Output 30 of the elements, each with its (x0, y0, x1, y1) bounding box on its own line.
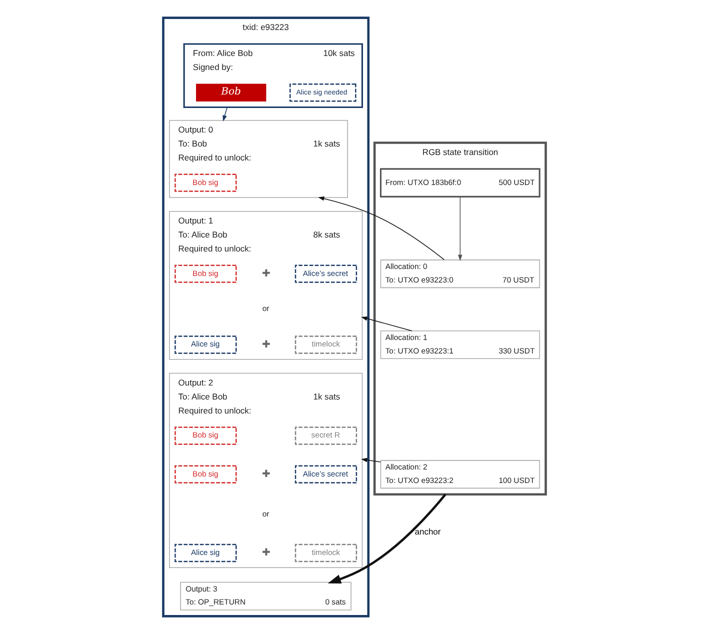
node-box: Alice sig (174, 336, 237, 354)
node-box: Alice’s secret (294, 264, 358, 283)
arrow (361, 458, 381, 462)
arrow (361, 316, 412, 332)
node-box: Alice sig (174, 544, 237, 562)
node-box: timelock (294, 544, 358, 562)
node-box: Bob (196, 84, 266, 102)
arrow (318, 196, 445, 260)
arrow (222, 106, 228, 122)
node-box: Bob sig (174, 174, 237, 192)
node-box: secret R (294, 426, 358, 445)
arrow (328, 494, 446, 584)
label: ✚ (262, 468, 270, 480)
node-box: From: UTXO 183b6f:0 500 USDT (380, 168, 540, 198)
node-box: timelock (294, 336, 358, 354)
label: or (262, 509, 270, 518)
label: or (262, 304, 270, 314)
node-box: Allocation: 0 To: UTXO e93223:0 70 USDT (380, 260, 540, 288)
label: ✚ (262, 268, 270, 280)
edge-label: anchor (414, 526, 441, 536)
node-box: Allocation: 2 To: UTXO e93223:2 100 USDT (380, 460, 540, 489)
node-box: Bob sig (174, 426, 237, 445)
node-box: Allocation: 1 To: UTXO e93223:1 330 USDT (380, 330, 540, 360)
arrow (458, 196, 462, 261)
node-box: Bob sig (174, 465, 237, 484)
node-box: Alice’s secret (294, 465, 358, 484)
label: ✚ (262, 339, 270, 350)
label: ✚ (262, 548, 270, 559)
node-box: Output: 3 To: OP_RETURN 0 sats (180, 582, 352, 610)
node-box: Bob sig (174, 264, 237, 283)
